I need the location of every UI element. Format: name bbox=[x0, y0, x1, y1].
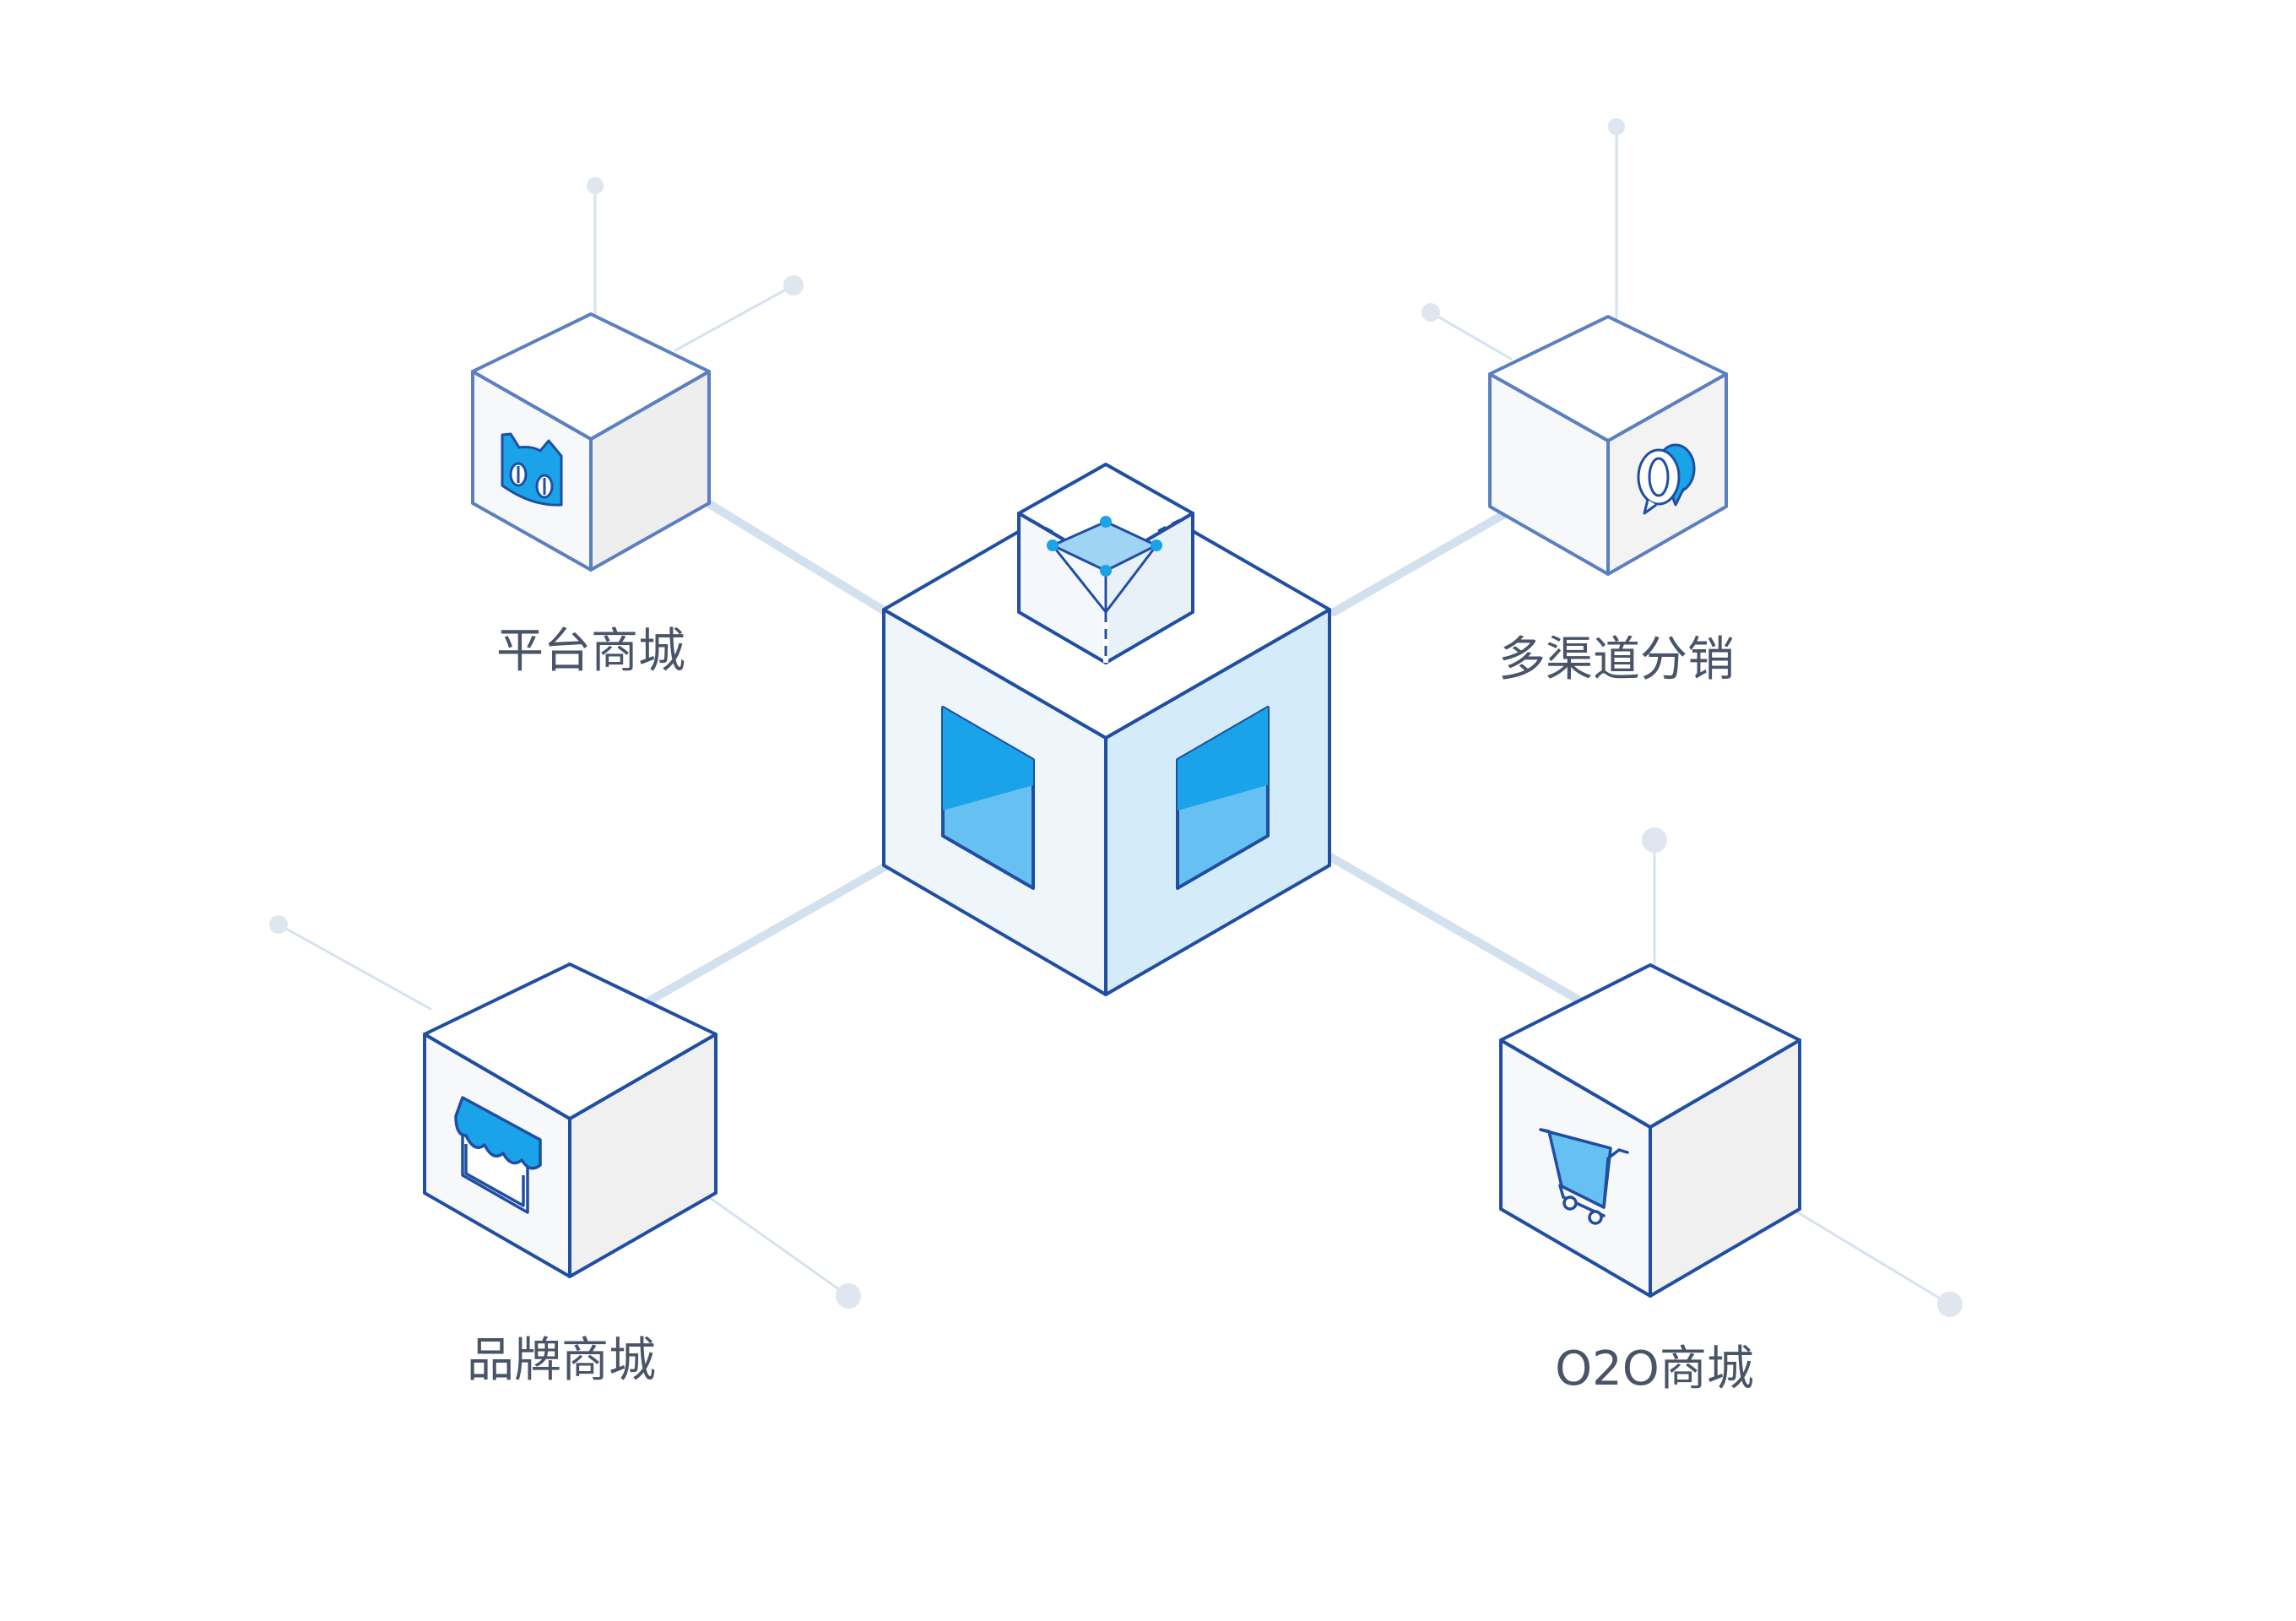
center-cube-left-window bbox=[941, 706, 1035, 890]
center-cube bbox=[882, 463, 1331, 996]
node-multichannel-distribution: 多渠道分销 bbox=[1488, 315, 1735, 687]
node-brand-mall: 品牌商城 bbox=[423, 962, 718, 1388]
node-cube bbox=[1488, 315, 1728, 576]
shopping-cart-icon bbox=[1539, 1128, 1629, 1225]
node-label: 多渠道分销 bbox=[1498, 632, 1735, 687]
node-o2o-mall: O2O商城 bbox=[1499, 963, 1801, 1396]
node-label: O2O商城 bbox=[1555, 1342, 1754, 1396]
center-cube-right-window bbox=[1176, 706, 1270, 890]
crystal-icon bbox=[1018, 512, 1194, 659]
center-top-cube bbox=[1017, 463, 1194, 664]
cat-mascot-icon bbox=[501, 432, 563, 507]
storefront-icon bbox=[454, 1096, 542, 1214]
chat-bubbles-icon bbox=[1637, 443, 1696, 515]
node-label: 平台商城 bbox=[496, 624, 685, 679]
node-label: 品牌商城 bbox=[467, 1333, 656, 1388]
connector-dots bbox=[269, 118, 1963, 1317]
node-platform-mall: 平台商城 bbox=[471, 312, 711, 679]
